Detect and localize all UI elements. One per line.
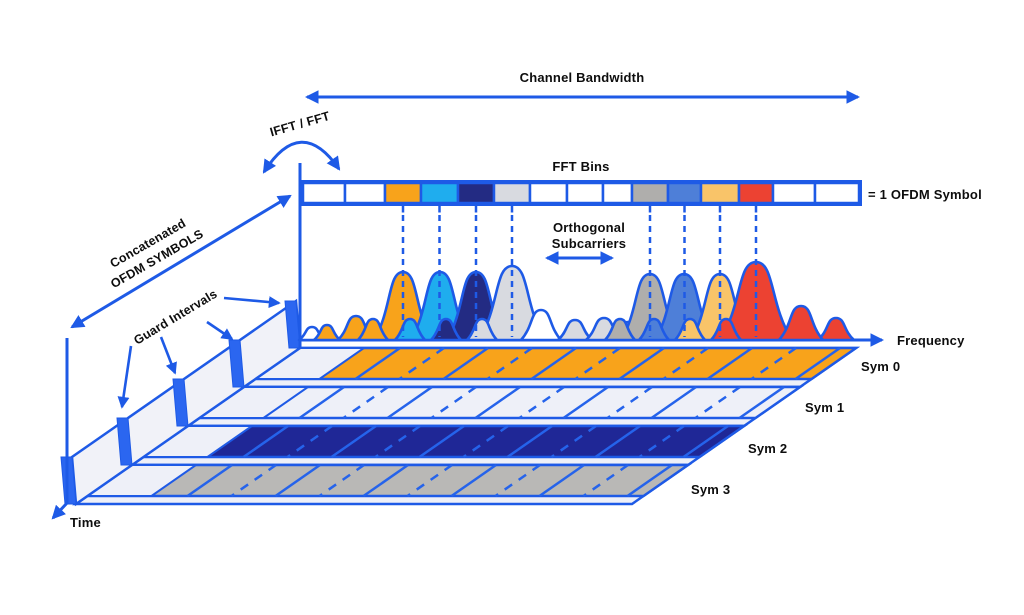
guard-arrow-4 bbox=[117, 345, 133, 409]
fft-bin-cell bbox=[666, 181, 703, 205]
orthogonal-label-line2: Subcarriers bbox=[552, 236, 626, 251]
time-axis bbox=[51, 338, 69, 520]
symbol-row-stripe bbox=[386, 385, 433, 420]
symbol-row-stripe bbox=[418, 424, 465, 459]
guard-interval-strip bbox=[116, 417, 133, 466]
subcarrier-side-lobe bbox=[393, 317, 427, 342]
fft-bin-cell bbox=[771, 181, 817, 205]
symbol-row-stripe bbox=[538, 463, 585, 498]
fft-bin-cell bbox=[419, 181, 460, 205]
symbol-row-stripe bbox=[362, 463, 409, 498]
fft-bin-cell bbox=[737, 181, 775, 205]
symbol-row-stripe bbox=[738, 385, 785, 420]
fft-bins-border bbox=[300, 180, 862, 206]
subcarrier-side-lobe bbox=[465, 317, 499, 342]
fft-bin-cell bbox=[528, 181, 569, 205]
symbol-row-stripe bbox=[562, 385, 609, 420]
symbol-row-stripe bbox=[626, 463, 673, 498]
symbol-row-stripe bbox=[530, 346, 577, 381]
symbol-row-stripe bbox=[706, 346, 753, 381]
guard-interval-strip bbox=[228, 339, 245, 388]
symbol-row-stripe bbox=[298, 385, 345, 420]
symbol-row-stripe bbox=[330, 424, 377, 459]
frequency-label: Frequency bbox=[897, 333, 965, 348]
subcarrier-lobe bbox=[556, 318, 594, 342]
fft-bins-row bbox=[300, 180, 862, 213]
ifft-fft-label: IFFT / FFT bbox=[268, 109, 331, 140]
subcarrier-lobe bbox=[816, 316, 856, 342]
time-label: Time bbox=[70, 515, 101, 530]
channel-bandwidth-label: Channel Bandwidth bbox=[520, 70, 645, 85]
sym0-label: Sym 0 bbox=[861, 359, 900, 374]
sym1-label: Sym 1 bbox=[805, 400, 844, 415]
subcarrier-side-lobe bbox=[429, 317, 463, 342]
fft-bin-cell bbox=[699, 181, 741, 205]
guard-arrow-2 bbox=[206, 320, 234, 341]
symbol-row-stripe bbox=[618, 346, 665, 381]
concatenated-symbols-arrow bbox=[70, 194, 292, 329]
subcarrier-side-lobe bbox=[709, 317, 743, 342]
symbol-row-stripe bbox=[242, 424, 289, 459]
symbol-row-stripe bbox=[450, 463, 497, 498]
symbol-row-stripe bbox=[594, 424, 641, 459]
fft-bin-cell bbox=[601, 181, 634, 205]
sym3-label: Sym 3 bbox=[691, 482, 730, 497]
subcarrier-side-lobe bbox=[356, 317, 390, 342]
guard-arrow-1 bbox=[223, 296, 281, 309]
one-ofdm-symbol-label: = 1 OFDM Symbol bbox=[868, 187, 982, 202]
symbol-row-stripe bbox=[682, 424, 729, 459]
guard-arrow-3 bbox=[159, 336, 177, 375]
orthogonal-label-line1: Orthogonal bbox=[553, 220, 625, 235]
subcarrier-side-lobe bbox=[637, 317, 671, 342]
fft-bin-cell bbox=[301, 181, 347, 205]
symbol-row-stripe bbox=[650, 385, 697, 420]
sym2-label: Sym 2 bbox=[748, 441, 787, 456]
subcarrier-side-lobe bbox=[673, 317, 707, 342]
subcarrier-lobe bbox=[312, 323, 342, 342]
subcarrier-lobe bbox=[777, 304, 825, 342]
symbol-row-stripe bbox=[794, 346, 841, 381]
side-wall-group bbox=[60, 298, 302, 507]
symbol-row-stripe bbox=[506, 424, 553, 459]
symbol-row-stripe bbox=[474, 385, 521, 420]
fft-bin-cell bbox=[813, 181, 861, 205]
fft-bin-cell bbox=[630, 181, 670, 205]
symbol-row-stripe bbox=[274, 463, 321, 498]
fft-bin-cell bbox=[343, 181, 387, 205]
guard-interval-strip bbox=[172, 378, 189, 427]
subcarrier-lobe bbox=[519, 308, 563, 342]
fft-bin-cell bbox=[383, 181, 423, 205]
symbol-row-stripe bbox=[442, 346, 489, 381]
subcarrier-lobes bbox=[297, 260, 856, 342]
fft-bin-cell bbox=[492, 181, 532, 205]
subcarrier-dashed-lines bbox=[401, 215, 758, 337]
fft-bin-cell bbox=[565, 181, 605, 205]
symbol-row-stripe bbox=[186, 463, 233, 498]
guard-intervals-label: Guard Intervals bbox=[131, 287, 219, 348]
symbol-row-stripe bbox=[354, 346, 401, 381]
fft-bin-cell bbox=[456, 181, 496, 205]
fft-bins-label: FFT Bins bbox=[552, 159, 609, 174]
ifft-fft-curved-arrow bbox=[262, 140, 341, 174]
subcarrier-side-lobe bbox=[603, 317, 637, 342]
